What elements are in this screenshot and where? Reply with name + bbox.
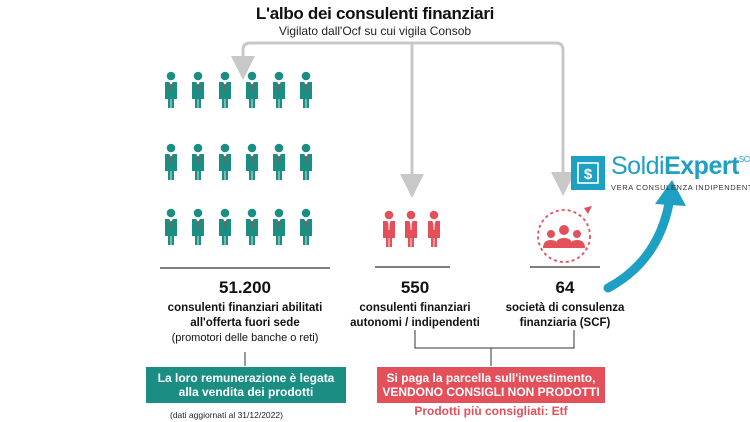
scf-label-line2: finanziaria (SCF) — [519, 317, 611, 329]
connector-lines — [231, 41, 575, 198]
scf-label-line1: società di consulenza — [505, 302, 625, 314]
person-icon — [191, 208, 205, 246]
person-icon — [164, 143, 178, 181]
diagram-subtitle: Vigilato dall'Ocf su cui vigila Consob — [278, 24, 472, 38]
person-icon — [191, 71, 205, 109]
person-icon — [245, 143, 259, 181]
dollar-icon: $ — [584, 166, 593, 183]
cyan-curved-arrow — [603, 180, 686, 293]
person-icon — [245, 71, 259, 109]
person-icon — [218, 143, 232, 181]
person-icon — [272, 143, 286, 181]
soldiexpert-logo: SoldiExpertSCF — [611, 152, 750, 181]
promoters-people-icons — [164, 71, 313, 246]
promoters-label-line2: all'offerta fuori sede — [190, 317, 300, 329]
diagram-title: L'albo dei consulenti finanziari — [255, 4, 495, 23]
red-box-line1: Si paga la parcella sull'investimento, — [386, 371, 596, 385]
person-icon — [272, 208, 286, 246]
person-icon — [272, 71, 286, 109]
person-icon — [164, 208, 178, 246]
promoters-number: 51.200 — [219, 278, 271, 297]
person-icon — [164, 71, 178, 109]
independent-number: 550 — [400, 278, 430, 297]
etf-note: Prodotti più consigliati: Etf — [414, 404, 568, 418]
promoters-label-line1: consulenti finanziari abilitati — [167, 302, 323, 314]
logo-word-soldi: Soldi — [611, 152, 665, 180]
person-icon — [218, 71, 232, 109]
fee-advice-box: Si paga la parcella sull'investimento, V… — [377, 367, 605, 403]
logo-word-expert: Expert — [664, 152, 739, 180]
logo-tagline: VERA CONSULENZA INDIPENDENTE — [611, 183, 750, 192]
bracket-independent-scf — [414, 330, 575, 349]
promoters-label-line3: (promotori delle banche o reti) — [171, 332, 319, 344]
person-icon — [299, 208, 313, 246]
soldiexpert-logo-badge: $ — [571, 156, 605, 190]
person-icon — [299, 71, 313, 109]
person-icon — [299, 143, 313, 181]
green-box-line2: alla vendita dei prodotti — [178, 385, 314, 399]
person-icon — [191, 143, 205, 181]
person-icon — [245, 208, 259, 246]
independent-people-icons — [382, 210, 441, 248]
independent-label-line1: consulenti finanziari — [359, 302, 471, 314]
green-box-line1: La loro remunerazione è legata — [157, 371, 335, 385]
data-update-note: (dati aggiornati al 31/12/2022) — [170, 410, 283, 420]
scf-number: 64 — [555, 278, 575, 297]
scf-group-icon — [537, 206, 592, 263]
person-icon — [218, 208, 232, 246]
red-box-line2: VENDONO CONSIGLI NON PRODOTTI — [382, 385, 600, 399]
logo-sup: SCF — [738, 155, 750, 164]
promoters-remuneration-box: La loro remunerazione è legata alla vend… — [146, 367, 346, 403]
connector-arrow-scf — [241, 41, 575, 196]
independent-label-line2: autonomi / indipendenti — [350, 317, 480, 329]
